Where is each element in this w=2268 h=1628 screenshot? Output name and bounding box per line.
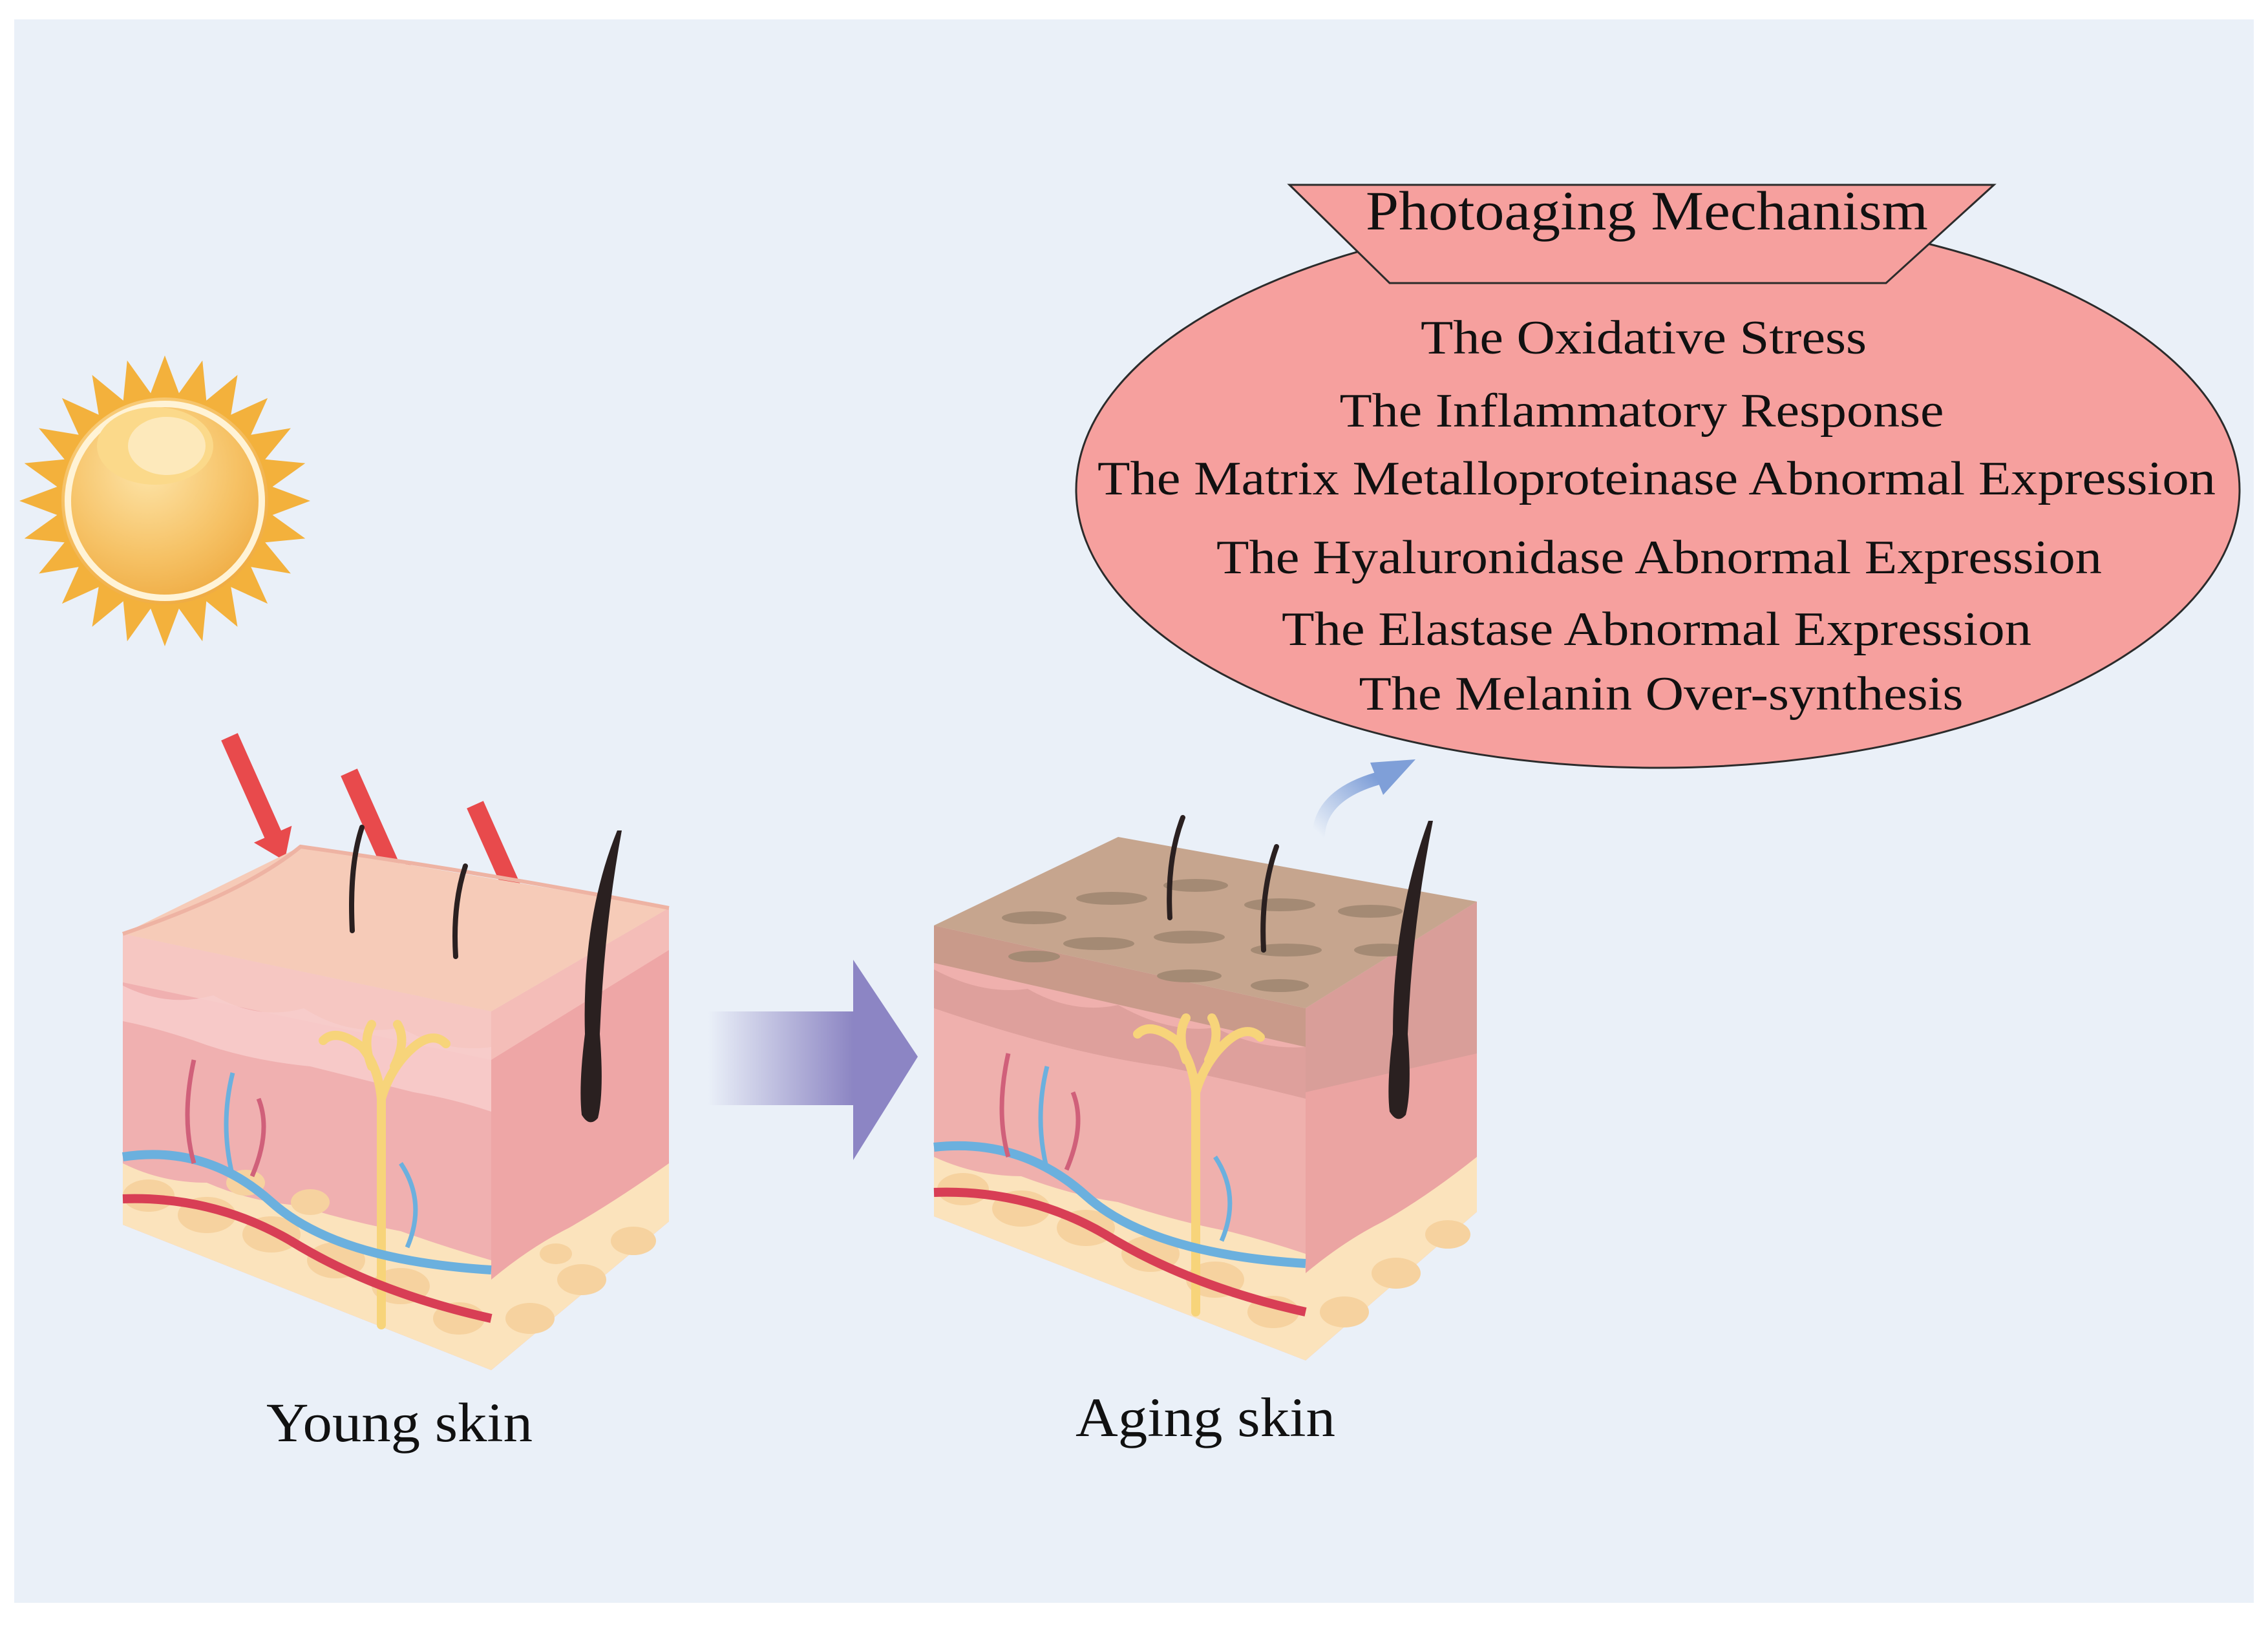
mechanism-item: The Hyaluronidase Abnormal Expression	[1216, 531, 2102, 584]
mechanism-item: The Melanin Over-synthesis	[1359, 668, 1964, 721]
mechanism-item: The Matrix Metalloproteinase Abnormal Ex…	[1097, 452, 2216, 505]
hair-icon	[1167, 815, 1185, 920]
mechanism-bubble: Photoaging Mechanism The Oxidative Stres…	[1075, 180, 2241, 769]
mechanism-item: The Inflammatory Response	[1340, 385, 1944, 438]
curved-arrow-icon	[1312, 759, 1415, 840]
nerve-icon	[1133, 1013, 1265, 1316]
mechanism-title: Photoaging Mechanism	[1366, 180, 1928, 242]
artery-icon	[933, 1187, 1307, 1316]
hair-icon	[452, 863, 468, 959]
aging-skin-block	[933, 815, 1477, 1360]
sun-icon	[19, 355, 310, 646]
vein-icon	[933, 1141, 1306, 1268]
young-skin-label: Young skin	[266, 1391, 533, 1454]
vein-icon	[122, 1150, 492, 1274]
aging-skin-label: Aging skin	[1076, 1386, 1335, 1448]
hair-icon	[349, 825, 365, 933]
artery-icon	[122, 1194, 493, 1323]
uv-ray-arrow-icon	[221, 733, 292, 861]
mechanism-item: The Oxidative Stress	[1421, 312, 1867, 365]
mechanism-title-banner	[1287, 184, 1997, 284]
hair-icon	[580, 830, 622, 1123]
hair-icon	[1260, 844, 1279, 953]
mechanism-item: The Elastase Abnormal Expression	[1282, 603, 2031, 656]
young-skin-block	[122, 825, 670, 1370]
nerve-icon	[319, 1020, 450, 1329]
hair-icon	[1388, 821, 1433, 1119]
transition-arrow-icon	[708, 960, 918, 1160]
